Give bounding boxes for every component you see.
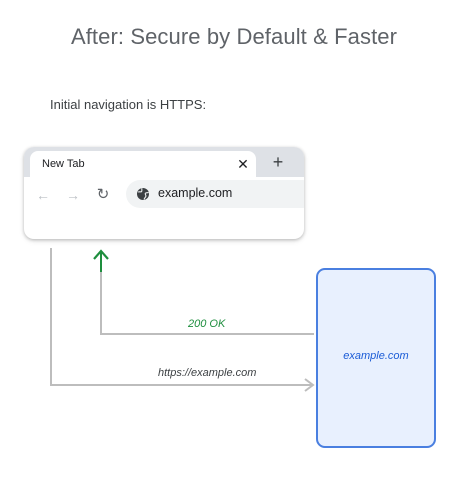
response-arrowhead (93, 249, 109, 260)
url-text: example.com (158, 186, 233, 200)
request-arrowhead (304, 378, 315, 392)
request-line (50, 248, 312, 386)
new-tab-icon[interactable]: + (272, 152, 284, 172)
server-box: example.com (316, 268, 436, 448)
page-title: After: Secure by Default & Faster (70, 24, 398, 49)
browser-window: New Tab ✕ + ← → ↻ example.com (24, 147, 304, 239)
request-label: https://example.com (158, 367, 257, 379)
server-label: example.com (343, 350, 409, 362)
subtitle: Initial navigation is HTTPS: (50, 97, 207, 112)
tab-title: New Tab (42, 158, 85, 170)
forward-icon[interactable]: → (66, 187, 80, 203)
browser-toolbar: ← → ↻ example.com (24, 177, 304, 213)
response-label: 200 OK (188, 318, 226, 330)
globe-icon (137, 187, 149, 200)
response-line (100, 254, 314, 335)
tab-new-tab[interactable]: New Tab ✕ (30, 151, 256, 177)
reload-icon[interactable]: ↻ (96, 186, 110, 203)
address-bar[interactable]: example.com (126, 180, 304, 208)
close-icon[interactable]: ✕ (237, 156, 249, 172)
tab-strip: New Tab ✕ + (24, 147, 304, 177)
back-icon[interactable]: ← (36, 187, 50, 203)
